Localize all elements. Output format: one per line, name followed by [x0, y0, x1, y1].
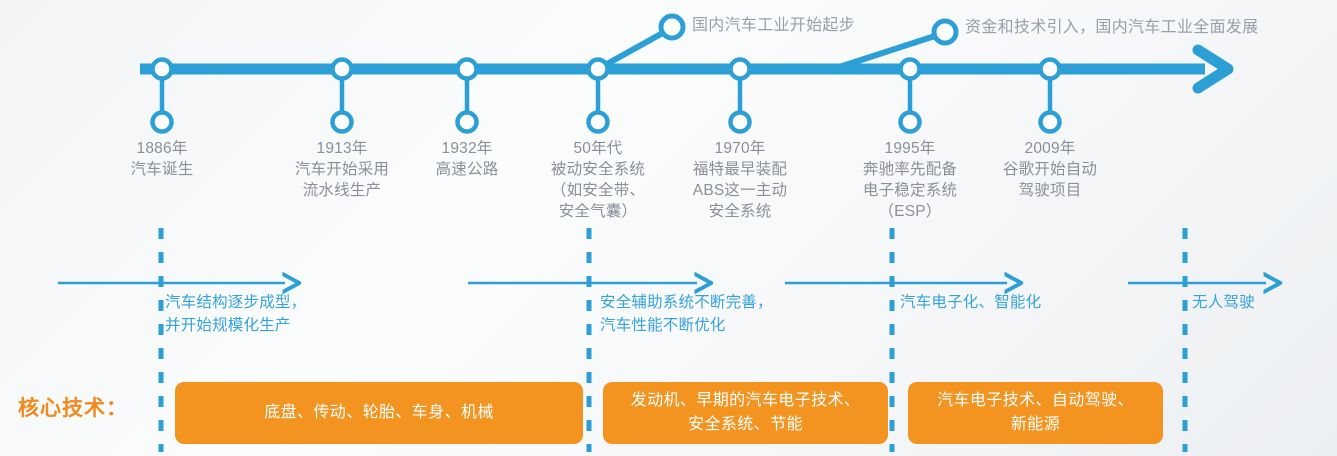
node-bottom-circle-1 [330, 110, 354, 134]
timeline-node-label-1995年: 1995年 奔驰率先配备 电子稳定系统 （ESP） [862, 140, 958, 220]
core-technology-box-2[interactable]: 汽车电子技术、自动驾驶、 新能源 [908, 382, 1163, 444]
node-bottom-circle-4 [728, 110, 752, 134]
node-bottom-circle-2 [455, 110, 479, 134]
node-bottom-circle-6 [1038, 110, 1062, 134]
timeline-node-label-2009年: 2009年 谷歌开始自动 驾驶项目 [1002, 140, 1098, 199]
node-axis-circle-3 [586, 57, 610, 81]
node-axis-circle-4 [728, 57, 752, 81]
node-axis-circle-2 [455, 57, 479, 81]
phase-caption-phase-structure: 汽车结构逐步成型， 并开始规模化生产 [165, 294, 307, 334]
core-technology-label: 核心技术： [18, 397, 128, 420]
node-axis-circle-6 [1038, 57, 1062, 81]
timeline-node-label-1932年: 1932年 高速公路 [435, 140, 499, 178]
node-bottom-circle-0 [150, 110, 174, 134]
main-axis [140, 44, 1234, 94]
node-bottom-circle-5 [898, 110, 922, 134]
timeline-node-marks [150, 57, 1062, 134]
timeline-node-label-50年代: 50年代 被动安全系统 （如安全带、 安全气囊） [550, 140, 646, 220]
phase-caption-phase-electronics: 汽车电子化、智能化 [900, 294, 1042, 311]
timeline-node-label-1913年: 1913年 汽车开始采用 流水线生产 [294, 140, 390, 199]
phase-caption-phase-autonomous: 无人驾驶 [1192, 294, 1255, 311]
callout-label-domestic-start: 国内汽车工业开始起步 [692, 17, 856, 34]
node-axis-circle-5 [898, 57, 922, 81]
core-technology-box-1[interactable]: 发动机、早期的汽车电子技术、 安全系统、节能 [603, 382, 888, 444]
timeline-node-label-1970年: 1970年 福特最早装配 ABS这一主动 安全系统 [692, 140, 788, 220]
node-bottom-circle-3 [586, 110, 610, 134]
phase-caption-phase-safety: 安全辅助系统不断完善， 汽车性能不断优化 [600, 294, 773, 334]
callout-label-capital-tech: 资金和技术引入，国内汽车工业全面发展 [965, 19, 1259, 36]
node-axis-circle-0 [150, 57, 174, 81]
core-technology-box-0[interactable]: 底盘、传动、轮胎、车身、机械 [175, 382, 583, 444]
timeline-node-label-1886年: 1886年 汽车诞生 [130, 140, 194, 178]
node-axis-circle-1 [330, 57, 354, 81]
